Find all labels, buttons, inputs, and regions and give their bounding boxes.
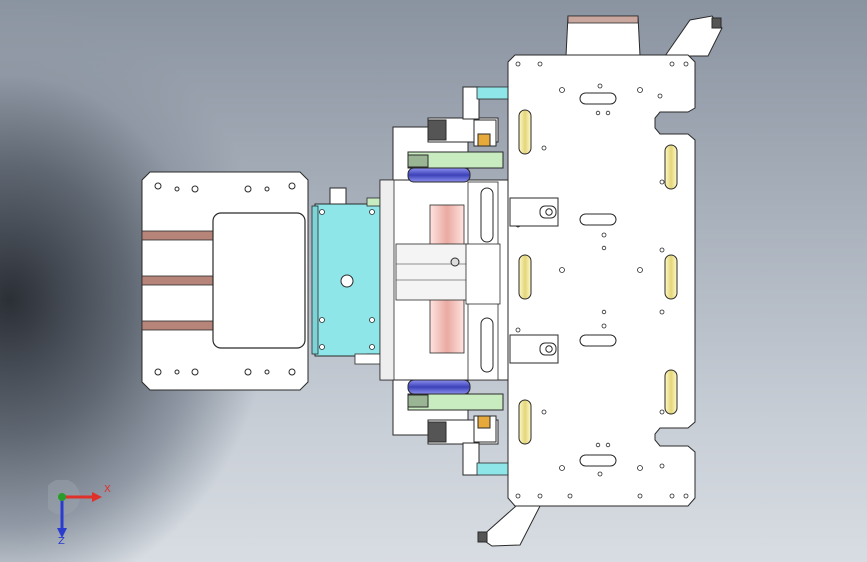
coordinate-triad: X Z bbox=[44, 479, 118, 550]
right-base-plate[interactable] bbox=[477, 15, 723, 547]
z-axis-label: Z bbox=[58, 536, 65, 547]
yellow-slots bbox=[518, 109, 678, 445]
bottom-roller-assembly[interactable] bbox=[407, 379, 510, 476]
plate-slots bbox=[579, 92, 617, 467]
plate-holes bbox=[515, 61, 689, 499]
center-bracket-top bbox=[509, 197, 559, 227]
cyan-motor-plate[interactable] bbox=[311, 187, 382, 365]
center-bracket-bottom bbox=[509, 334, 559, 364]
motor-housing-block bbox=[212, 212, 306, 349]
left-mount-plate[interactable] bbox=[141, 171, 309, 391]
y-axis-dot-icon bbox=[58, 493, 66, 501]
central-frame[interactable] bbox=[379, 126, 511, 436]
mount-holes bbox=[154, 182, 296, 376]
z-arrowhead-icon bbox=[57, 528, 67, 538]
x-arrowhead-icon bbox=[92, 492, 102, 502]
top-roller-assembly[interactable] bbox=[407, 86, 510, 183]
x-axis-label: X bbox=[104, 484, 111, 495]
